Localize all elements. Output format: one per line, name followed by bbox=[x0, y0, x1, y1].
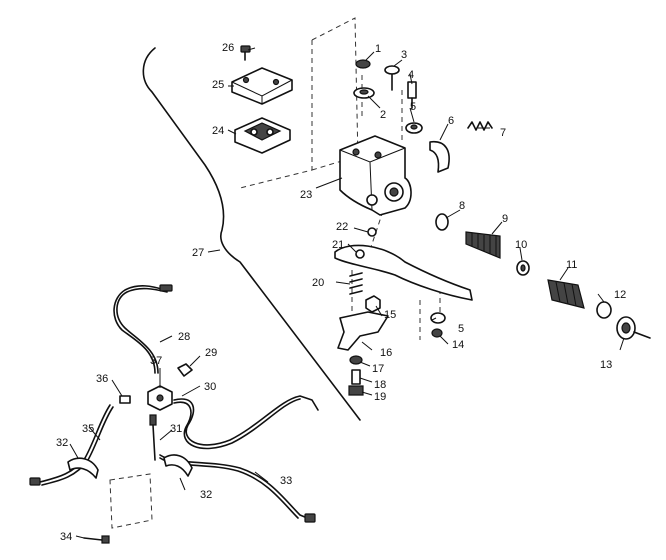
boot-11 bbox=[547, 279, 585, 309]
callout-11: 11 bbox=[566, 259, 577, 271]
callout-32-right: 32 bbox=[200, 489, 212, 501]
callout-8: 8 bbox=[459, 200, 465, 212]
callout-5-lower: 5 bbox=[458, 323, 464, 335]
callout-19: 19 bbox=[374, 391, 386, 403]
callout-31: 31 bbox=[170, 423, 182, 435]
callout-37: 37 bbox=[150, 355, 162, 367]
callout-15: 15 bbox=[384, 309, 396, 321]
screw-26 bbox=[240, 45, 251, 61]
callout-1: 1 bbox=[375, 43, 381, 55]
callout-25: 25 bbox=[212, 79, 224, 91]
callout-32-left: 32 bbox=[56, 437, 68, 449]
washer-5-upper bbox=[405, 122, 423, 134]
callout-18: 18 bbox=[374, 379, 386, 391]
callout-7: 7 bbox=[500, 127, 506, 139]
callout-26: 26 bbox=[222, 42, 234, 54]
brake-line-35 bbox=[29, 404, 114, 486]
callout-21: 21 bbox=[332, 239, 344, 251]
ball-22 bbox=[367, 227, 377, 237]
washer-17 bbox=[349, 355, 363, 365]
callout-10: 10 bbox=[515, 239, 527, 251]
brake-line-30 bbox=[173, 395, 319, 450]
spring-7 bbox=[467, 121, 493, 131]
washer-5-lower bbox=[430, 312, 446, 324]
nut-14 bbox=[431, 328, 443, 338]
clip-32-left bbox=[67, 457, 99, 479]
callout-29: 29 bbox=[205, 347, 217, 359]
caliper-outline bbox=[109, 473, 153, 529]
callout-24: 24 bbox=[212, 125, 224, 137]
fitting-31 bbox=[149, 414, 157, 461]
callout-23: 23 bbox=[300, 189, 312, 201]
end-cap-13 bbox=[616, 316, 651, 340]
junction-block-37 bbox=[147, 385, 173, 411]
grommet-2 bbox=[353, 87, 375, 99]
clamp-6 bbox=[429, 141, 450, 173]
brake-lever-21 bbox=[334, 244, 473, 301]
callout-12: 12 bbox=[614, 289, 626, 301]
bolt-34 bbox=[83, 535, 110, 544]
master-cylinder-23 bbox=[339, 135, 412, 216]
spring-20 bbox=[349, 272, 363, 295]
bolt-head-19 bbox=[348, 385, 364, 396]
callout-20: 20 bbox=[312, 277, 324, 289]
callout-14: 14 bbox=[452, 339, 464, 351]
callout-34: 34 bbox=[60, 531, 72, 543]
boot-9 bbox=[465, 231, 501, 259]
callouts: 1 2 3 4 5 6 7 8 9 10 11 12 13 14 15 16 1… bbox=[56, 42, 626, 543]
callout-27: 27 bbox=[192, 247, 204, 259]
cap-1 bbox=[355, 59, 371, 69]
callout-5-upper: 5 bbox=[410, 101, 416, 113]
callout-36: 36 bbox=[96, 373, 108, 385]
callout-6: 6 bbox=[448, 115, 454, 127]
nut-15 bbox=[365, 295, 381, 313]
callout-30: 30 bbox=[204, 381, 216, 393]
callout-2: 2 bbox=[380, 109, 386, 121]
leader-lines bbox=[69, 47, 625, 539]
fitting-29 bbox=[177, 363, 193, 377]
callout-4: 4 bbox=[408, 69, 414, 81]
callout-9: 9 bbox=[502, 213, 508, 225]
bolt-3 bbox=[384, 65, 400, 91]
reservoir-cover-25 bbox=[231, 67, 293, 105]
ring-10 bbox=[516, 260, 530, 276]
callout-35: 35 bbox=[82, 423, 94, 435]
callout-3: 3 bbox=[401, 49, 407, 61]
fitting-36 bbox=[119, 395, 131, 404]
assembly-27-boundary-curve bbox=[142, 47, 361, 421]
callout-28: 28 bbox=[178, 331, 190, 343]
callout-16: 16 bbox=[380, 347, 392, 359]
bracket-16 bbox=[337, 311, 389, 351]
callout-13: 13 bbox=[600, 359, 612, 371]
callout-22: 22 bbox=[336, 221, 348, 233]
brake-line-28 bbox=[113, 284, 173, 374]
callout-33: 33 bbox=[280, 475, 292, 487]
clip-32-right bbox=[163, 454, 193, 477]
callout-17: 17 bbox=[372, 363, 384, 375]
diaphragm-24 bbox=[234, 117, 291, 154]
bolt-18 bbox=[351, 369, 361, 385]
clip-12 bbox=[596, 301, 612, 319]
washer-8 bbox=[435, 213, 449, 231]
